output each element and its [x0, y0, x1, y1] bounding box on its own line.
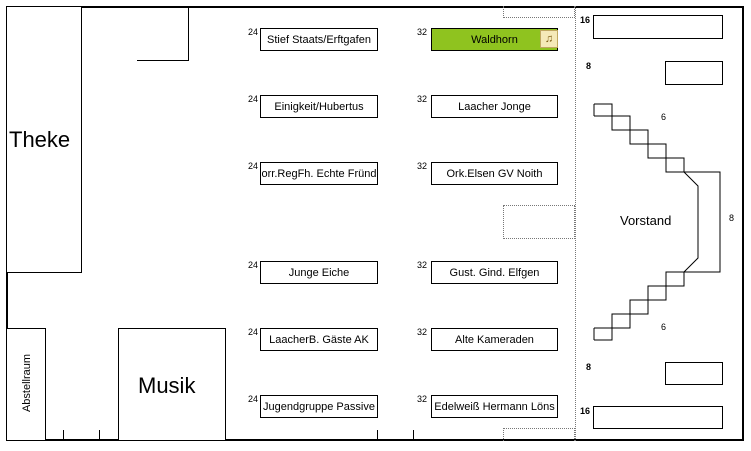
- seat-count: 8: [586, 362, 592, 372]
- storage-label: Abstellraum: [21, 353, 33, 413]
- seat-count: 24: [248, 327, 259, 337]
- table-right-3[interactable]: Ork.Elsen GV Noith: [431, 162, 558, 185]
- table-left-3[interactable]: orr.RegFh. Echte Fründ: [260, 162, 378, 185]
- seat-count: 24: [248, 394, 259, 404]
- seat-count: 32: [417, 260, 428, 270]
- wall-tick: [413, 430, 414, 440]
- table-left-6[interactable]: Jugendgruppe Passive: [260, 395, 378, 418]
- seat-count: 6: [661, 322, 667, 332]
- partition-horizontal: [137, 60, 189, 61]
- seat-count: 24: [248, 94, 259, 104]
- seat-count: 8: [729, 213, 735, 223]
- partition-vertical: [188, 6, 189, 61]
- bar-area: Theke: [6, 6, 82, 273]
- stage-table-bottom-short[interactable]: [665, 362, 723, 385]
- seat-count: 32: [417, 394, 428, 404]
- board-label: Vorstand: [620, 213, 672, 228]
- entrance-top: [503, 6, 575, 18]
- table-name: Waldhorn: [471, 33, 518, 46]
- seat-count: 16: [580, 15, 591, 25]
- seat-count: 6: [661, 112, 667, 122]
- board-stairs-top: [594, 103, 721, 341]
- seat-count: 16: [580, 406, 591, 416]
- music-label: Musik: [138, 373, 196, 398]
- table-right-5[interactable]: Alte Kameraden: [431, 328, 558, 351]
- seat-count: 32: [417, 27, 428, 37]
- wall-tick: [377, 430, 378, 440]
- table-left-5[interactable]: LaacherB. Gäste AK: [260, 328, 378, 351]
- seat-count: 8: [586, 61, 592, 71]
- entrance-bottom: [503, 428, 575, 441]
- aisle-line: [575, 6, 576, 441]
- seat-count: 24: [248, 161, 259, 171]
- seat-count: 32: [417, 161, 428, 171]
- table-right-2[interactable]: Laacher Jonge: [431, 95, 558, 118]
- table-right-1[interactable]: Waldhorn: [431, 28, 558, 51]
- board-stairs-inner: [594, 115, 699, 329]
- music-area: Musik: [118, 328, 226, 441]
- wall-top: [6, 6, 744, 8]
- storage-room: Abstellraum: [6, 328, 46, 441]
- seat-count: 32: [417, 327, 428, 337]
- stage-table-bottom-long[interactable]: [593, 406, 723, 429]
- table-right-4[interactable]: Gust. Gind. Elfgen: [431, 261, 558, 284]
- seat-count: 32: [417, 94, 428, 104]
- bar-label: Theke: [9, 127, 71, 152]
- wall-tick: [63, 430, 64, 440]
- table-right-6[interactable]: Edelweiß Hermann Löns: [431, 395, 558, 418]
- wall-bottom: [6, 439, 744, 441]
- stage-table-top-short[interactable]: [665, 61, 723, 85]
- wall-tick: [99, 430, 100, 440]
- seat-count: 24: [248, 27, 259, 37]
- board-table: [593, 103, 721, 341]
- seat-count: 24: [248, 260, 259, 270]
- table-left-4[interactable]: Junge Eiche: [260, 261, 378, 284]
- wall-right: [742, 6, 744, 441]
- horn-icon: ♫: [540, 30, 558, 48]
- table-left-1[interactable]: Stief Staats/Erftgafen: [260, 28, 378, 51]
- table-left-2[interactable]: Einigkeit/Hubertus: [260, 95, 378, 118]
- stage-table-top-long[interactable]: [593, 15, 723, 39]
- entrance-mid: [503, 205, 575, 239]
